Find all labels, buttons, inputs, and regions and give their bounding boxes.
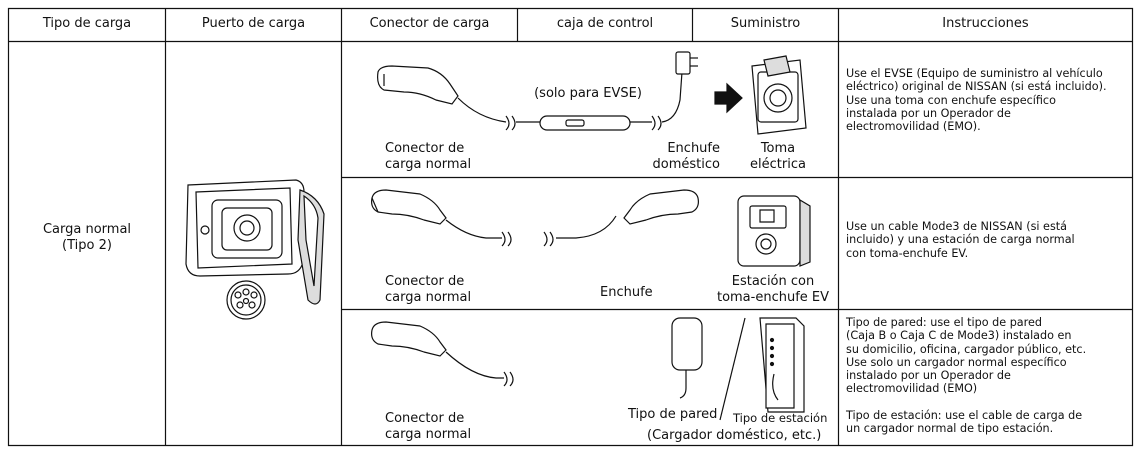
- row2-connector-label: Conector de carga normal: [385, 274, 472, 305]
- row1-instructions: Use el EVSE (Equipo de suministro al veh…: [846, 67, 1107, 134]
- row2-supply-label: Estación con toma-enchufe EV: [716, 274, 830, 305]
- row3-connector-label: Conector de carga normal: [385, 411, 472, 442]
- header-suministro: Suministro: [730, 16, 801, 31]
- header-caja-de-control: caja de control: [556, 16, 654, 31]
- control-box-note: (solo para EVSE): [534, 86, 642, 101]
- header-puerto-de-carga: Puerto de carga: [201, 16, 306, 31]
- row1-connector-label: Conector de carga normal: [385, 141, 472, 172]
- header-tipo-de-carga: Tipo de carga: [42, 16, 132, 31]
- row2-plug-label: Enchufe: [600, 285, 653, 300]
- charge-type-label: Carga normal (Tipo 2): [42, 222, 132, 253]
- station-type-label: Tipo de estación: [733, 411, 828, 425]
- header-instrucciones: Instrucciones: [942, 16, 1029, 31]
- wall-type-label: Tipo de pared: [628, 407, 718, 422]
- row1-supply-label: Toma eléctrica: [750, 141, 806, 172]
- row3-supply-label: (Cargador doméstico, etc.): [647, 428, 822, 443]
- row1-plug-label: Enchufe doméstico: [652, 141, 720, 172]
- header-conector-de-carga: Conector de carga: [369, 16, 490, 31]
- row3-instructions: Tipo de pared: use el tipo de pared (Caj…: [846, 316, 1087, 436]
- row2-instructions: Use un cable Mode3 de NISSAN (si está in…: [846, 220, 1075, 260]
